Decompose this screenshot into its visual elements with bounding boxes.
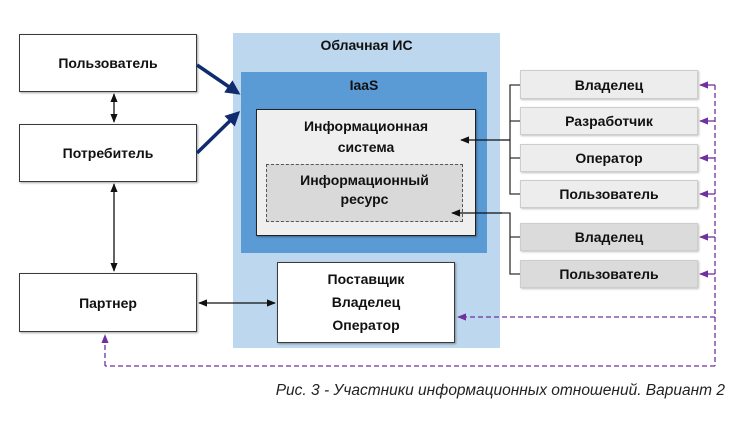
system-role-user: Пользователь (520, 180, 698, 208)
system-role-developer: Разработчик (520, 107, 698, 135)
resource-role-label: Пользователь (559, 266, 659, 282)
partner-box: Партнер (19, 273, 197, 332)
iaas-title: IaaS (349, 77, 379, 93)
consumer-box: Потребитель (19, 124, 197, 182)
info-system-label-line1: Информационная (303, 118, 429, 134)
resource-roles-bracket (500, 212, 520, 275)
resource-role-label: Владелец (574, 229, 644, 245)
system-role-label: Разработчик (565, 113, 653, 129)
user-label: Пользователь (58, 55, 158, 71)
resource-role-user: Пользователь (520, 260, 698, 288)
user-to-iaas-arrow (196, 63, 241, 95)
system-role-operator: Оператор (520, 144, 698, 172)
provider-box: Поставщик Владелец Оператор (277, 262, 455, 343)
consumer-to-iaas-arrow (195, 110, 241, 155)
info-system-label-line2: система (337, 139, 395, 155)
provider-label-line2: Владелец (331, 294, 401, 310)
system-role-owner: Владелец (520, 70, 698, 99)
info-resource-box: Информационный ресурс (266, 164, 463, 222)
user-box: Пользователь (19, 34, 197, 92)
resource-role-owner: Владелец (520, 223, 698, 251)
info-resource-label-line1: Информационный (300, 172, 429, 188)
consumer-label: Потребитель (62, 145, 154, 161)
info-resource-label-line2: ресурс (340, 191, 389, 207)
system-roles-bracket (509, 84, 520, 195)
provider-label-line1: Поставщик (327, 271, 405, 287)
figure-caption: Рис. 3 - Участники информационных отноше… (275, 382, 725, 399)
system-role-label: Владелец (574, 76, 644, 93)
system-role-label: Пользователь (559, 186, 659, 202)
provider-label-line3: Оператор (332, 317, 400, 333)
partner-label: Партнер (79, 294, 137, 311)
cloud-is-title: Облачная ИС (320, 37, 413, 53)
system-role-label: Оператор (575, 150, 643, 166)
